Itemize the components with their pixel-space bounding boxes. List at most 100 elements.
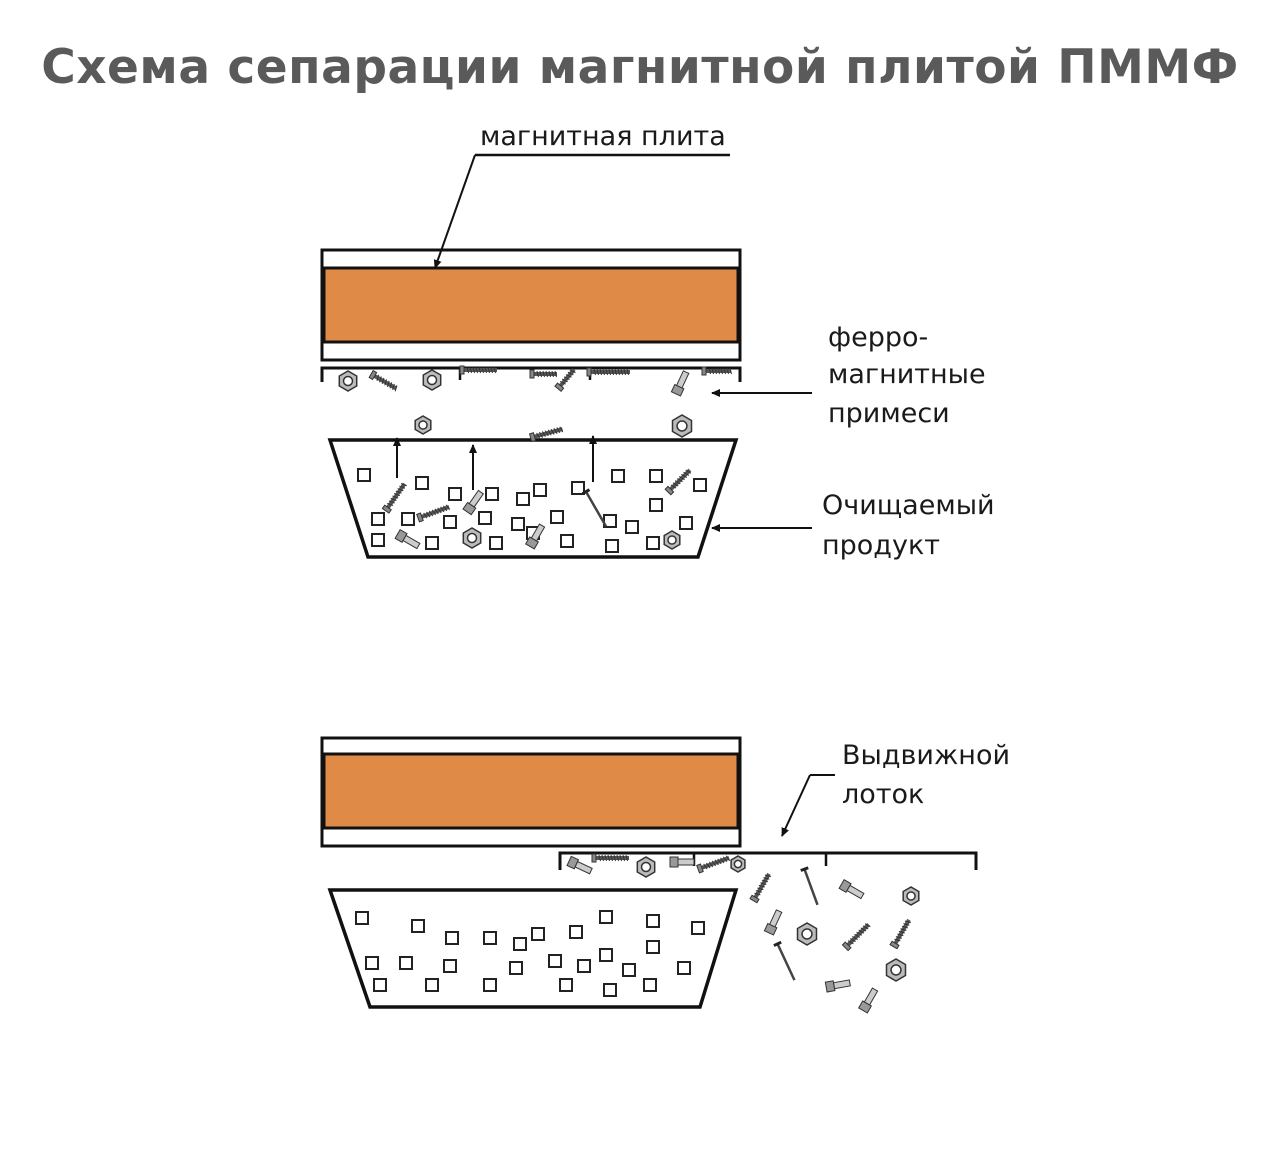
product-particles-top [357, 468, 707, 553]
label-magnetic-plate-text: магнитная плита [480, 121, 726, 152]
screw-icon [701, 366, 732, 376]
hex-nut-icon [885, 958, 907, 982]
particle-icon [511, 517, 525, 531]
product-bowl-bottom [327, 888, 739, 1009]
bolt-icon [670, 370, 690, 397]
particle-icon [679, 516, 693, 530]
magnetic-plate-top [320, 248, 742, 362]
extended-tray [558, 851, 978, 870]
particle-icon [646, 536, 660, 550]
label-ferro-line1: ферро- [828, 322, 928, 353]
particle-icon [401, 512, 415, 526]
bolt-icon [462, 489, 485, 516]
particle-icon [443, 515, 457, 529]
particle-icon [425, 536, 439, 550]
label-ferro-impurities: ферро- магнитные примеси [711, 322, 986, 429]
screw-icon [529, 369, 557, 379]
screw-icon [368, 369, 398, 392]
ferro-impurities-bottom [566, 853, 920, 1014]
hex-nut-icon [422, 369, 442, 391]
hex-nut-icon [902, 886, 920, 906]
particle-icon [599, 948, 613, 962]
particle-icon [577, 959, 591, 973]
particle-icon [569, 925, 583, 939]
bolt-icon [566, 855, 593, 875]
particle-icon [603, 983, 617, 997]
particle-icon [649, 469, 663, 483]
nail-icon [581, 488, 608, 527]
particle-icon [485, 487, 499, 501]
screw-icon [459, 365, 497, 375]
screw-icon [591, 853, 629, 863]
particle-icon [443, 959, 457, 973]
particle-icon [611, 469, 625, 483]
label-tray-line2: лоток [842, 779, 924, 810]
hex-nut-icon [663, 530, 681, 550]
particle-icon [622, 963, 636, 977]
screw-icon [416, 504, 451, 523]
label-ferro-line2: магнитные [828, 359, 986, 390]
diagram-title: Схема сепарации магнитной плитой ПММФ [41, 40, 1239, 95]
magnet-core-top [322, 266, 740, 344]
particle-icon [357, 468, 371, 482]
screw-icon [749, 872, 771, 904]
particle-icon [559, 978, 573, 992]
particle-icon [625, 520, 639, 534]
bolt-icon [763, 909, 783, 936]
bolt-icon [524, 523, 546, 550]
particle-icon [415, 476, 429, 490]
hex-nut-icon [462, 527, 482, 549]
particle-icon [571, 481, 585, 495]
particle-icon [371, 533, 385, 547]
bolt-icon [838, 878, 865, 900]
bolt-icon [857, 987, 879, 1014]
hex-nut-icon [636, 856, 656, 878]
particle-icon [548, 954, 562, 968]
particle-icon [365, 956, 379, 970]
screw-icon [889, 918, 911, 950]
label-magnetic-plate: магнитная плита [433, 121, 730, 269]
hex-nut-icon [338, 370, 358, 392]
particle-icon [643, 978, 657, 992]
screw-icon [586, 367, 630, 377]
magnet-core-bottom [322, 752, 740, 830]
particle-icon [399, 956, 413, 970]
hex-nut-icon [671, 414, 693, 438]
particle-icon [649, 498, 663, 512]
label-tray: Выдвижной лоток [781, 740, 1010, 837]
hex-nut-icon [730, 855, 746, 873]
screw-icon [696, 855, 731, 874]
particle-icon [425, 978, 439, 992]
bolt-icon [669, 856, 695, 868]
particle-icon [483, 978, 497, 992]
scheme-separation: магнитная плита ферро- магнитные примеси… [320, 121, 995, 561]
particle-icon [533, 483, 547, 497]
label-product: Очищаемый продукт [711, 490, 995, 561]
ferro-impurities-top [338, 365, 732, 550]
particle-icon [677, 961, 691, 975]
particle-icon [373, 978, 387, 992]
particle-icon [605, 539, 619, 553]
nail-icon [773, 940, 796, 981]
collector-tray-top [320, 366, 742, 382]
particle-icon [646, 940, 660, 954]
label-ferro-line3: примеси [828, 398, 950, 429]
particle-icon [531, 927, 545, 941]
bolt-icon [394, 528, 421, 550]
particle-icon [445, 931, 459, 945]
particle-icon [599, 910, 613, 924]
particle-icon [411, 919, 425, 933]
label-product-line2: продукт [822, 530, 940, 561]
screw-icon [841, 922, 871, 952]
screw-icon [554, 368, 576, 393]
particle-icon [371, 512, 385, 526]
particle-icon [355, 911, 369, 925]
particle-icon [509, 961, 523, 975]
magnetic-plate-bottom [320, 736, 742, 848]
particle-icon [513, 937, 527, 951]
particle-icon [478, 511, 492, 525]
particle-icon [550, 510, 564, 524]
screw-icon [381, 482, 407, 514]
particle-icon [691, 921, 705, 935]
